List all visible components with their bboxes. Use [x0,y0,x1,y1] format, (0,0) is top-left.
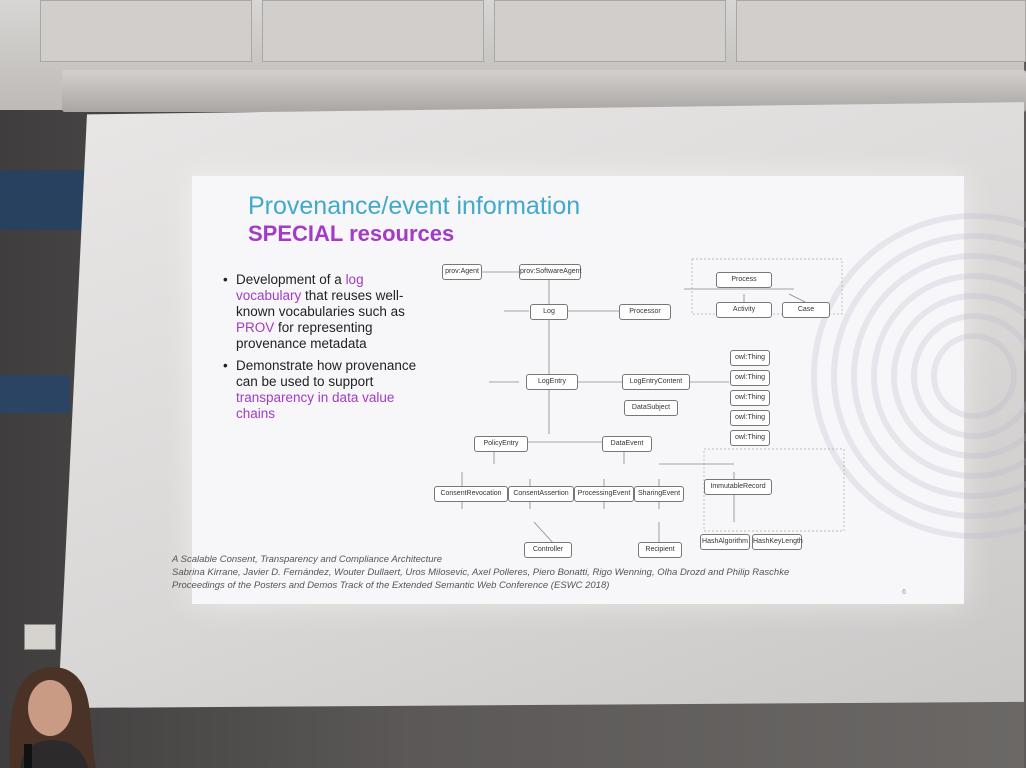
bullet-list: Development of a log vocabulary that reu… [220,272,430,428]
page-number: 6 [902,589,906,596]
provenance-diagram: prov:Agent prov:SoftwareAgent Log Proces… [434,254,854,574]
diagram-node: owl:Thing [730,410,770,426]
diagram-node: DataSubject [624,400,678,416]
ceiling-tile [736,0,1026,62]
citation: A Scalable Consent, Transparency and Com… [172,553,892,592]
bullet-text: for representing provenance metadata [236,320,373,351]
ceiling-tile [40,0,252,62]
wall-panel [0,170,86,230]
diagram-node: LogEntryContent [622,374,690,390]
bullet-highlight: PROV [236,320,275,335]
slide: Provenance/event information SPECIAL res… [172,176,1026,604]
presenter-person [9,667,97,768]
diagram-node: Process [716,272,772,288]
bullet-item: Demonstrate how provenance can be used t… [220,358,430,422]
diagram-node: Recipient [638,542,682,558]
diagram-node: HashAlgorithm [700,534,750,550]
diagram-node: ImmutableRecord [704,479,772,495]
ceiling-tile [494,0,726,62]
citation-title: A Scalable Consent, Transparency and Com… [172,554,443,565]
diagram-node: ConsentAssertion [508,486,574,502]
diagram-node: Log [530,304,568,320]
diagram-node: prov:SoftwareAgent [519,264,581,280]
diagram-node: PolicyEntry [474,436,528,452]
bullet-highlight: transparency in data value chains [236,390,395,421]
diagram-node: owl:Thing [730,350,770,366]
bullet-text: Demonstrate how provenance can be used t… [236,358,417,389]
diagram-node: owl:Thing [730,370,770,386]
diagram-node: ProcessingEvent [574,486,634,502]
wall-outlet [24,624,56,650]
diagram-node: owl:Thing [730,430,770,446]
ceiling-tile [262,0,484,62]
diagram-node: LogEntry [526,374,578,390]
bullet-item: Development of a log vocabulary that reu… [220,272,430,352]
bullet-highlight: log vocabulary [236,272,364,303]
diagram-node: prov:Agent [442,264,482,280]
diagram-node: Processor [619,304,671,320]
citation-authors: Sabrina Kirrane, Javier D. Fernández, Wo… [172,567,790,578]
diagram-node: Activity [716,302,772,318]
diagram-node: DataEvent [602,436,652,452]
diagram-node: owl:Thing [730,390,770,406]
slide-subtitle: SPECIAL resources [248,221,455,246]
diagram-node: Controller [524,542,572,558]
diagram-node: SharingEvent [634,486,684,502]
fingerprint-watermark [811,213,1026,539]
citation-venue: Proceedings of the Posters and Demos Tra… [172,580,610,591]
bullet-text: that reuses well-known vocabularies such… [236,288,405,319]
diagram-node: Case [782,302,830,318]
wall-panel [0,375,70,413]
ceiling [0,0,1026,110]
diagram-node: ConsentRevocation [434,486,508,502]
bullet-text: Development of a [236,272,346,287]
diagram-node: HashKeyLength [752,534,803,550]
slide-title: Provenance/event information [248,192,581,220]
